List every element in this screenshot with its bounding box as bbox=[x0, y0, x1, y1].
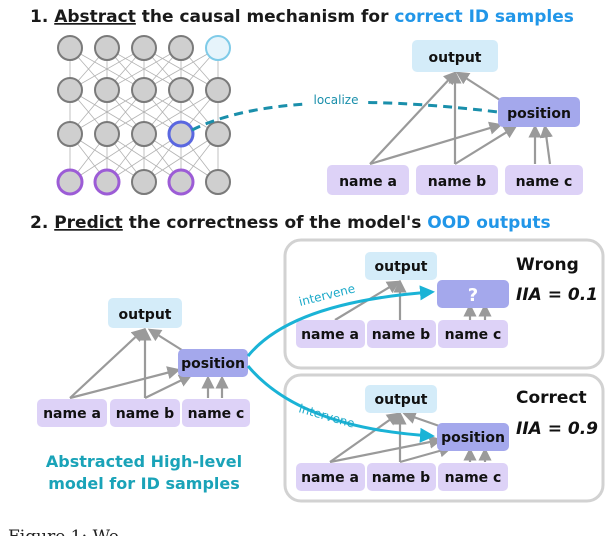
network-edge bbox=[143, 89, 219, 135]
localize-label-bg bbox=[305, 90, 367, 108]
neuron-node bbox=[57, 77, 83, 103]
section2-heading: 2. Predict the correctness of the model'… bbox=[30, 213, 551, 233]
svg-text:position: position bbox=[441, 430, 505, 446]
intervene-arrow-wrong bbox=[246, 285, 435, 357]
abstract-caption-line2: model for ID samples bbox=[48, 474, 240, 493]
svg-text:output: output bbox=[375, 259, 428, 275]
neuron-node bbox=[131, 169, 157, 195]
network-edge bbox=[106, 89, 182, 135]
svg-text:output: output bbox=[375, 392, 428, 408]
network-edge bbox=[106, 47, 182, 91]
network-connections bbox=[69, 47, 219, 183]
figure-caption: Figure 1: We… bbox=[8, 527, 136, 536]
network-edge bbox=[106, 133, 182, 183]
correct-name-a-node bbox=[296, 463, 365, 491]
abstract-name-c-node bbox=[182, 399, 250, 427]
neural-network bbox=[56, 35, 231, 196]
localize-label: localize bbox=[314, 93, 359, 107]
wrong-output-node bbox=[365, 252, 437, 280]
neuron-node bbox=[205, 35, 231, 61]
svg-text:name c: name c bbox=[445, 470, 502, 486]
abstract-output-node bbox=[108, 298, 182, 328]
intervene-arrow-correct bbox=[246, 365, 435, 443]
abstract-name-b-node bbox=[110, 399, 180, 427]
svg-text:name c: name c bbox=[516, 174, 573, 190]
correct-verdict: Correct bbox=[516, 388, 587, 408]
svg-text:output: output bbox=[429, 50, 482, 66]
network-edge bbox=[69, 47, 145, 91]
neuron-node bbox=[94, 35, 120, 61]
svg-text:name b: name b bbox=[116, 406, 174, 422]
neuron-node bbox=[205, 169, 231, 195]
neuron-node bbox=[131, 77, 157, 103]
svg-text:?: ? bbox=[468, 285, 478, 306]
svg-text:name b: name b bbox=[372, 327, 430, 343]
svg-text:name b: name b bbox=[372, 470, 430, 486]
svg-text:name b: name b bbox=[428, 174, 486, 190]
section1-heading: 1. Abstract the causal mechanism for cor… bbox=[30, 7, 574, 27]
svg-text:position: position bbox=[181, 356, 245, 372]
neuron-node bbox=[167, 168, 195, 196]
name-b-node bbox=[416, 165, 498, 195]
abstract-name-a-node bbox=[37, 399, 107, 427]
neuron-node bbox=[94, 77, 120, 103]
svg-text:position: position bbox=[507, 106, 571, 122]
abstracted-causal-graph: output position name a name b name c bbox=[37, 298, 250, 427]
network-edge bbox=[143, 47, 219, 91]
name-c-node bbox=[505, 165, 583, 195]
wrong-verdict: Wrong bbox=[516, 255, 579, 275]
network-edge bbox=[69, 89, 145, 135]
wrong-iia: IIA = 0.1 bbox=[516, 285, 598, 305]
output-node bbox=[412, 40, 498, 72]
unknown-position-node bbox=[437, 280, 509, 308]
neuron-node bbox=[56, 168, 84, 196]
svg-text:name a: name a bbox=[43, 406, 101, 422]
svg-text:name a: name a bbox=[301, 470, 359, 486]
abstract-position-node bbox=[178, 349, 248, 377]
causal-graph-top: output position name a name b name c bbox=[327, 40, 583, 195]
neuron-node bbox=[205, 77, 231, 103]
network-edge bbox=[143, 133, 219, 183]
svg-text:name c: name c bbox=[188, 406, 245, 422]
neuron-node bbox=[205, 121, 231, 147]
wrong-name-a-node bbox=[296, 320, 365, 348]
neuron-node bbox=[168, 35, 194, 61]
neuron-node bbox=[93, 168, 121, 196]
correct-iia: IIA = 0.9 bbox=[516, 419, 598, 439]
neuron-node bbox=[131, 121, 157, 147]
svg-text:name c: name c bbox=[445, 327, 502, 343]
neuron-node bbox=[167, 120, 195, 148]
neuron-node bbox=[57, 121, 83, 147]
neuron-node bbox=[94, 121, 120, 147]
svg-text:name a: name a bbox=[339, 174, 397, 190]
name-a-node bbox=[327, 165, 409, 195]
svg-text:name a: name a bbox=[301, 327, 359, 343]
neuron-node bbox=[57, 35, 83, 61]
correct-position-node bbox=[437, 423, 509, 451]
wrong-name-c-node bbox=[438, 320, 508, 348]
network-edge bbox=[69, 133, 145, 183]
wrong-causal-graph: output ? name a name b name c bbox=[296, 252, 509, 348]
neuron-node bbox=[168, 77, 194, 103]
position-node bbox=[498, 97, 580, 127]
correct-name-b-node bbox=[367, 463, 436, 491]
correct-causal-graph: output position name a name b name c bbox=[296, 385, 509, 491]
abstract-caption-line1: Abstracted High-level bbox=[46, 452, 242, 471]
correct-name-c-node bbox=[438, 463, 508, 491]
correct-output-node bbox=[365, 385, 437, 413]
wrong-name-b-node bbox=[367, 320, 436, 348]
svg-text:output: output bbox=[119, 307, 172, 323]
neuron-node bbox=[131, 35, 157, 61]
